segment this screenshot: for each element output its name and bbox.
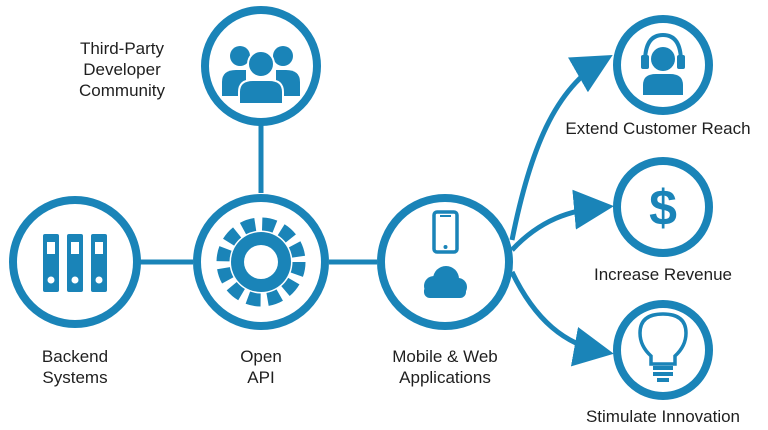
dollar-sign-icon: $ [649,180,677,236]
label-revenue: Increase Revenue [594,265,732,284]
node-innovation [613,300,713,400]
node-revenue: $ [613,157,713,257]
label-community: Third-Party Developer Community [79,39,165,100]
node-mobile [377,194,513,330]
arrow-to-revenue [510,189,614,252]
server-binders-icon [43,234,107,292]
user-group-icon [222,46,300,105]
gear-icon [216,217,306,307]
node-backend [9,196,141,328]
node-reach [613,15,713,115]
lightbulb-icon [638,312,688,382]
label-innovation: Stimulate Innovation [585,407,741,426]
label-backend: Backend Systems [41,347,109,387]
headset-user-icon [641,32,685,95]
arrow-to-innovation [509,270,614,367]
label-reach: Extend Customer Reach [565,119,751,138]
node-api [193,194,329,330]
connectors [139,55,614,367]
arrow-to-reach [509,55,613,241]
phone-and-cloud-icon [424,210,467,298]
label-api: Open API [240,347,282,387]
label-mobile: Mobile & Web Applications [392,347,498,387]
node-community [201,6,321,126]
